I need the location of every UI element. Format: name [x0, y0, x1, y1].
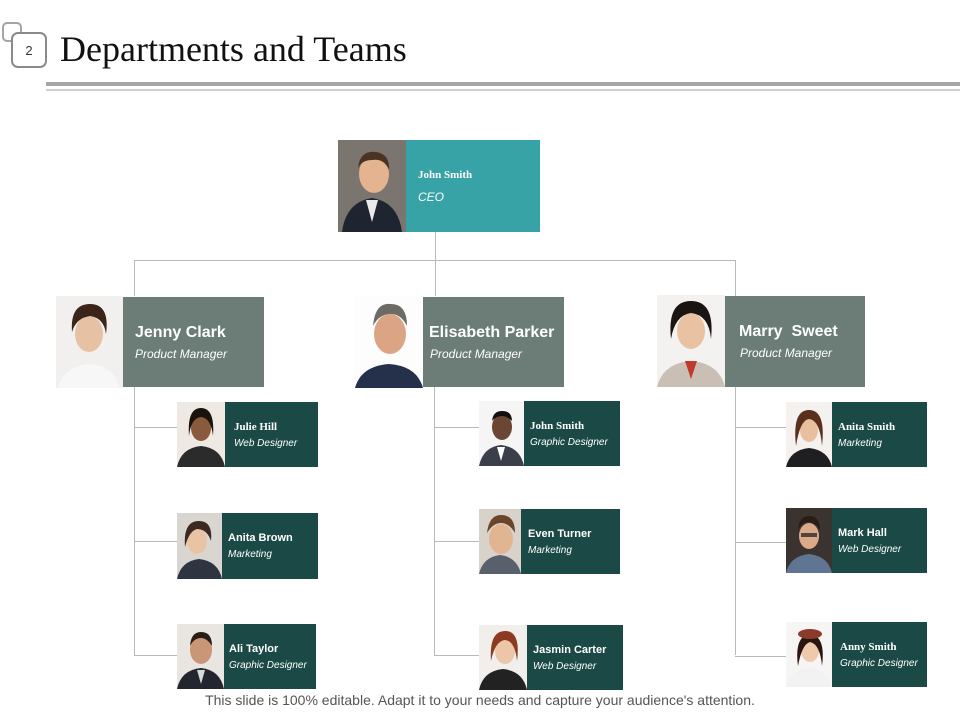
slide-number: 2: [11, 32, 47, 68]
title-divider-thin: [46, 89, 960, 91]
team-member-role: Graphic Designer: [229, 659, 307, 671]
connector-team2-branch: [434, 427, 479, 428]
connector-team1-vertical: [134, 387, 135, 655]
team-member-card: Jasmin Carter Web Designer: [527, 625, 623, 690]
connector-team1-branch: [134, 541, 177, 542]
title-divider: [46, 82, 960, 86]
team-member-photo: [177, 513, 222, 579]
team-member-photo: [786, 508, 832, 573]
team-member-photo: [177, 402, 225, 467]
team-member-card: Anita Smith Marketing: [832, 402, 927, 467]
connector-right-down: [735, 260, 736, 296]
team-member-card: Julie Hill Web Designer: [225, 402, 318, 467]
team-member-role: Graphic Designer: [530, 436, 608, 448]
team-member-card: Mark Hall Web Designer: [832, 508, 927, 573]
team-member-role: Web Designer: [533, 660, 597, 672]
team-member-photo: [479, 401, 524, 466]
team-member-photo: [786, 622, 832, 687]
connector-team2-branch: [434, 655, 479, 656]
connector-team1-branch: [134, 655, 177, 656]
team-member-photo: [786, 402, 832, 467]
connector-team3-branch: [735, 427, 786, 428]
team-member-name: Anita Brown: [228, 532, 293, 544]
team-member-card: Anita Brown Marketing: [222, 513, 318, 579]
connector-ceo-down: [435, 232, 436, 296]
connector-team1-branch: [134, 427, 177, 428]
manager-role: Product Manager: [430, 346, 523, 361]
team-member-photo: [177, 624, 224, 689]
connector-team3-vertical: [735, 387, 736, 655]
ceo-role: CEO: [418, 189, 445, 204]
slide-number-text: 2: [25, 42, 33, 58]
footer-note: This slide is 100% editable. Adapt it to…: [205, 692, 755, 708]
team-member-name: Even Turner: [528, 527, 592, 540]
team-member-name: Julie Hill: [234, 420, 278, 433]
ceo-photo: [338, 140, 406, 232]
team-member-name: John Smith: [530, 419, 585, 432]
ceo-name: John Smith: [418, 168, 473, 181]
manager-card: Jenny Clark Product Manager: [123, 297, 264, 387]
manager-card: Marry Sweet Product Manager: [725, 296, 865, 387]
team-member-photo: [479, 509, 521, 574]
connector-team2-vertical: [434, 387, 435, 655]
team-member-name: Ali Taylor: [229, 642, 279, 655]
team-member-role: Marketing: [838, 437, 882, 449]
connector-team3-branch: [735, 656, 786, 657]
connector-horizontal-top: [134, 260, 736, 261]
connector-team2-branch: [434, 541, 479, 542]
team-member-name: Anny Smith: [840, 640, 897, 653]
team-member-card: Even Turner Marketing: [521, 509, 620, 574]
team-member-name: Mark Hall: [838, 526, 887, 539]
manager-card: Elisabeth Parker Product Manager: [423, 297, 564, 387]
manager-photo: [657, 295, 725, 387]
manager-role: Product Manager: [740, 346, 833, 360]
slide-title: Departments and Teams: [60, 29, 407, 69]
team-member-role: Marketing: [528, 544, 572, 556]
team-member-card: Ali Taylor Graphic Designer: [224, 624, 316, 689]
team-member-photo: [479, 625, 527, 690]
team-member-card: John Smith Graphic Designer: [524, 401, 620, 466]
manager-photo: [355, 296, 423, 388]
team-member-role: Graphic Designer: [840, 657, 918, 669]
manager-name: Marry Sweet: [739, 323, 838, 340]
connector-team3-branch: [735, 542, 786, 543]
ceo-card: John Smith CEO: [406, 140, 540, 232]
team-member-name: Jasmin Carter: [533, 643, 607, 656]
team-member-card: Anny Smith Graphic Designer: [832, 622, 927, 687]
manager-name: Jenny Clark: [135, 323, 226, 341]
team-member-role: Web Designer: [838, 543, 902, 555]
team-member-role: Marketing: [228, 549, 272, 560]
connector-left-down: [134, 260, 135, 296]
team-member-name: Anita Smith: [838, 420, 896, 433]
team-member-role: Web Designer: [234, 437, 298, 449]
manager-name: Elisabeth Parker: [429, 323, 555, 341]
manager-photo: [56, 296, 123, 388]
manager-role: Product Manager: [135, 346, 228, 361]
